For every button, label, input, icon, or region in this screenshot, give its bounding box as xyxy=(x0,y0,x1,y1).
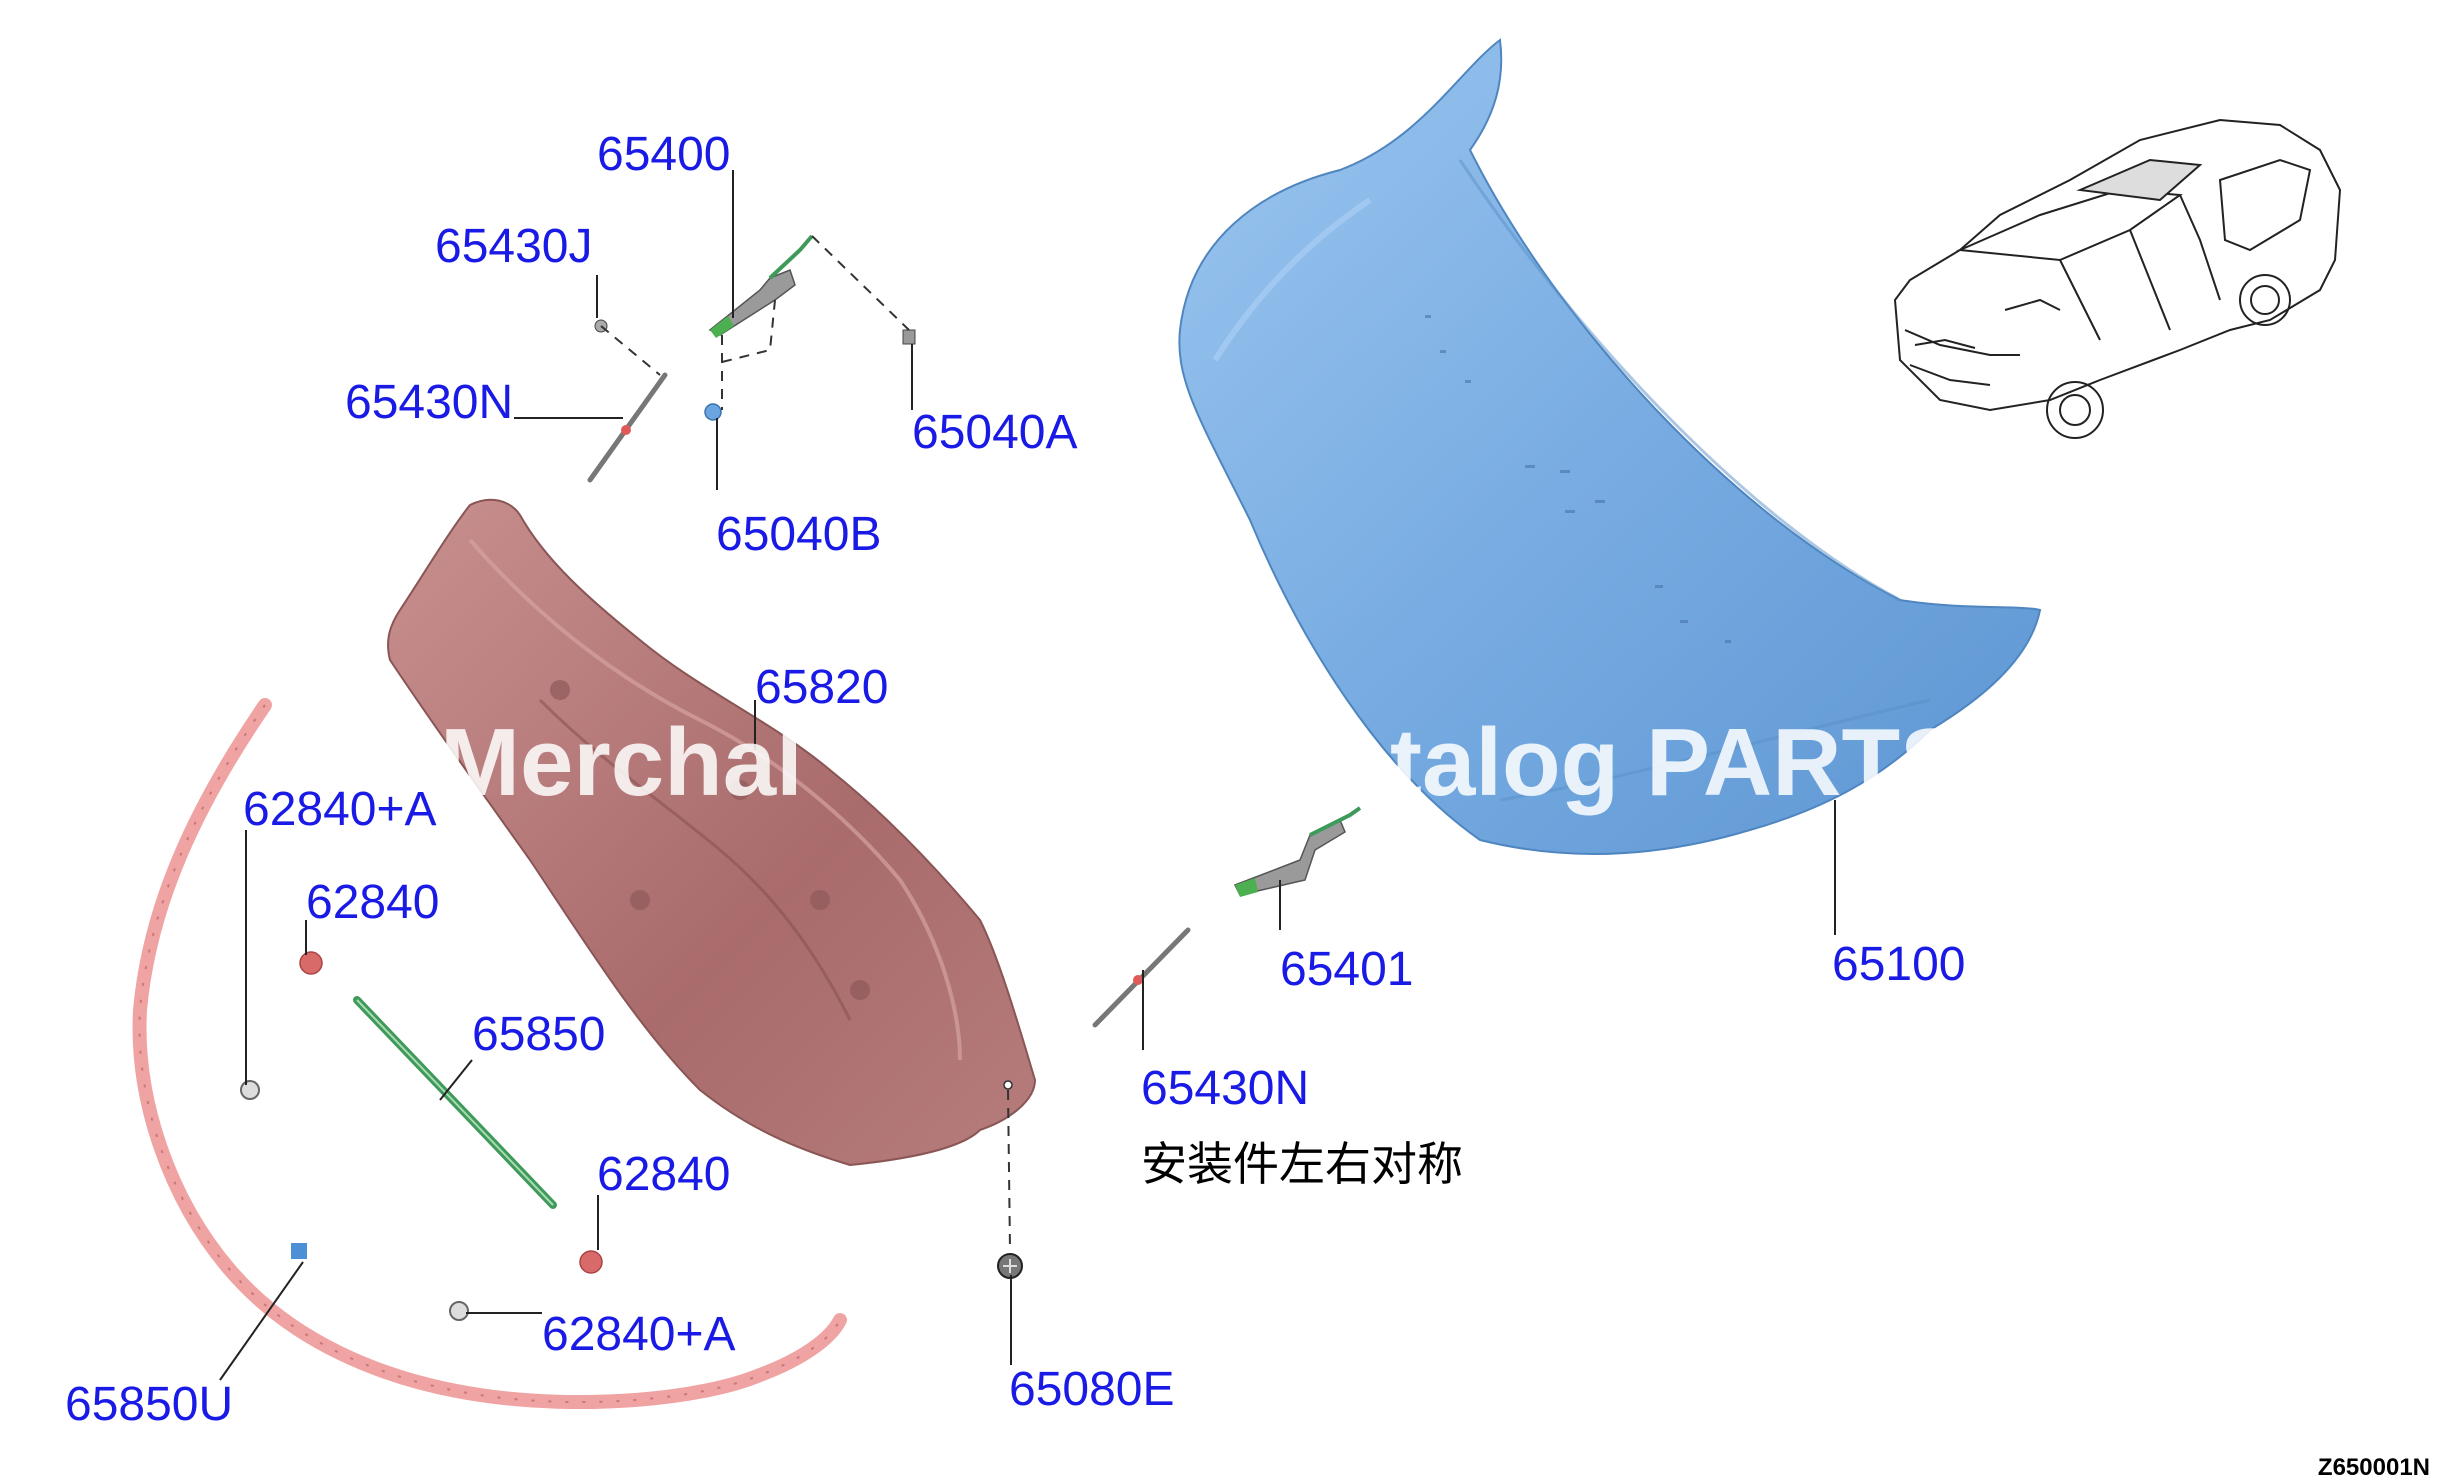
hood-seal xyxy=(132,698,847,1410)
watermark-left: Merchal xyxy=(440,709,803,816)
callout-65080e[interactable]: 65080E xyxy=(1009,1363,1175,1416)
callout-65820[interactable]: 65820 xyxy=(755,661,888,714)
callout-62840a-top[interactable]: 62840+A xyxy=(243,783,437,836)
front-strip xyxy=(353,996,557,1209)
callout-65430n-bottom[interactable]: 65430N xyxy=(1141,1062,1309,1115)
callout-65850[interactable]: 65850 xyxy=(472,1008,605,1061)
callout-65100[interactable]: 65100 xyxy=(1832,938,1965,991)
assembly-lines xyxy=(600,235,1011,1251)
small-parts xyxy=(240,234,1362,1321)
callout-62840-bottom[interactable]: 62840 xyxy=(597,1148,730,1201)
callout-65430j[interactable]: 65430J xyxy=(435,220,592,273)
callout-65850u[interactable]: 65850U xyxy=(65,1378,233,1431)
callout-65040b[interactable]: 65040B xyxy=(716,508,882,561)
watermark-right: talog PARTS xyxy=(1390,709,1964,816)
callout-65040a[interactable]: 65040A xyxy=(912,406,1078,459)
hood-insulator xyxy=(387,498,1037,1167)
symmetry-note: 安装件左右对称 xyxy=(1141,1137,1463,1191)
leader-lines xyxy=(219,170,1836,1381)
figure-id: Z650001N xyxy=(2318,1454,2430,1481)
callout-62840-top[interactable]: 62840 xyxy=(306,876,439,929)
callout-62840a-bottom[interactable]: 62840+A xyxy=(542,1308,736,1361)
hood-panel xyxy=(1178,38,2042,855)
callout-65400[interactable]: 65400 xyxy=(597,128,730,181)
callout-65401[interactable]: 65401 xyxy=(1280,943,1413,996)
vehicle-illustration xyxy=(1893,118,2342,439)
callout-65430n-top[interactable]: 65430N xyxy=(345,376,513,429)
